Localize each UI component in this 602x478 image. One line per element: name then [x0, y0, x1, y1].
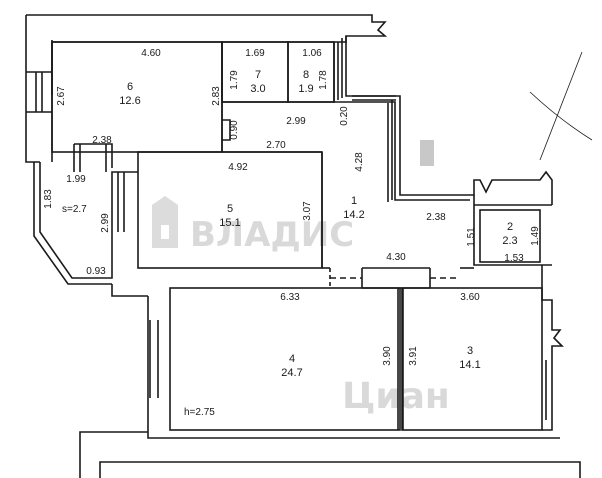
- room-5-area: 15.1: [219, 217, 240, 229]
- dim-4-92: 4.92: [228, 162, 248, 173]
- ceiling-height: h=2.75: [184, 407, 215, 418]
- room-5-number: 5: [227, 203, 233, 215]
- dim-0-90: 0.90: [229, 120, 240, 140]
- room-7-number: 7: [255, 69, 261, 81]
- room-2-area: 2.3: [502, 235, 517, 247]
- dim-3-60: 3.60: [460, 292, 480, 303]
- dim-1-99: 1.99: [66, 174, 86, 185]
- dim-6-33: 6.33: [280, 292, 300, 303]
- room-8-number: 8: [303, 69, 309, 81]
- dim-3-90: 3.90: [382, 346, 393, 366]
- dim-1-69: 1.69: [245, 48, 265, 59]
- room-4-number: 4: [289, 353, 295, 365]
- room-8-area: 1.9: [298, 83, 313, 95]
- room-2-number: 2: [507, 221, 513, 233]
- dim-2-99-top: 2.99: [286, 116, 306, 127]
- room-6-area: 12.6: [119, 95, 140, 107]
- dim-1-79: 1.79: [229, 70, 240, 90]
- dim-4-30: 4.30: [386, 252, 406, 263]
- dim-1-49: 1.49: [530, 226, 541, 246]
- dim-0-20: 0.20: [339, 106, 350, 126]
- room-7-area: 3.0: [250, 83, 265, 95]
- dimension-labels: 4.60 1.69 1.06 2.67 1.79 1.78 2.83 0.90 …: [43, 48, 541, 366]
- room-labels: 6 12.6 7 3.0 8 1.9 5 15.1 1 14.2 2 2.3 4…: [62, 69, 518, 418]
- room-3-number: 3: [467, 345, 473, 357]
- blur-marker: [420, 140, 434, 166]
- room-6-number: 6: [127, 81, 133, 93]
- dim-1-53: 1.53: [504, 253, 524, 264]
- room-1-number: 1: [351, 195, 357, 207]
- dim-2-70: 2.70: [266, 140, 286, 151]
- dim-3-91: 3.91: [408, 346, 419, 366]
- dim-2-83: 2.83: [211, 86, 222, 106]
- dim-2-38-left: 2.38: [92, 135, 112, 146]
- watermark-cian: Циан: [342, 376, 450, 417]
- dim-2-67: 2.67: [56, 86, 67, 106]
- dim-4-28: 4.28: [354, 152, 365, 172]
- dim-1-06: 1.06: [302, 48, 322, 59]
- walls: [25, 14, 593, 478]
- dim-1-78: 1.78: [318, 70, 329, 90]
- dim-1-83: 1.83: [43, 189, 54, 209]
- dim-0-93: 0.93: [86, 266, 106, 277]
- dim-2-38-right: 2.38: [426, 212, 446, 223]
- balcony-area: s=2.7: [62, 204, 87, 215]
- dim-3-07: 3.07: [302, 201, 313, 221]
- dim-2-99-left: 2.99: [100, 213, 111, 233]
- dim-1-51: 1.51: [466, 227, 477, 247]
- watermark-cian-text: Циан: [342, 376, 450, 417]
- watermark-vladis: ВЛАДИС: [152, 196, 354, 255]
- room-1-area: 14.2: [343, 209, 364, 221]
- room-3-area: 14.1: [459, 359, 480, 371]
- dim-4-60: 4.60: [141, 48, 161, 59]
- room-4-area: 24.7: [281, 367, 302, 379]
- watermark-vladis-text: ВЛАДИС: [190, 215, 354, 255]
